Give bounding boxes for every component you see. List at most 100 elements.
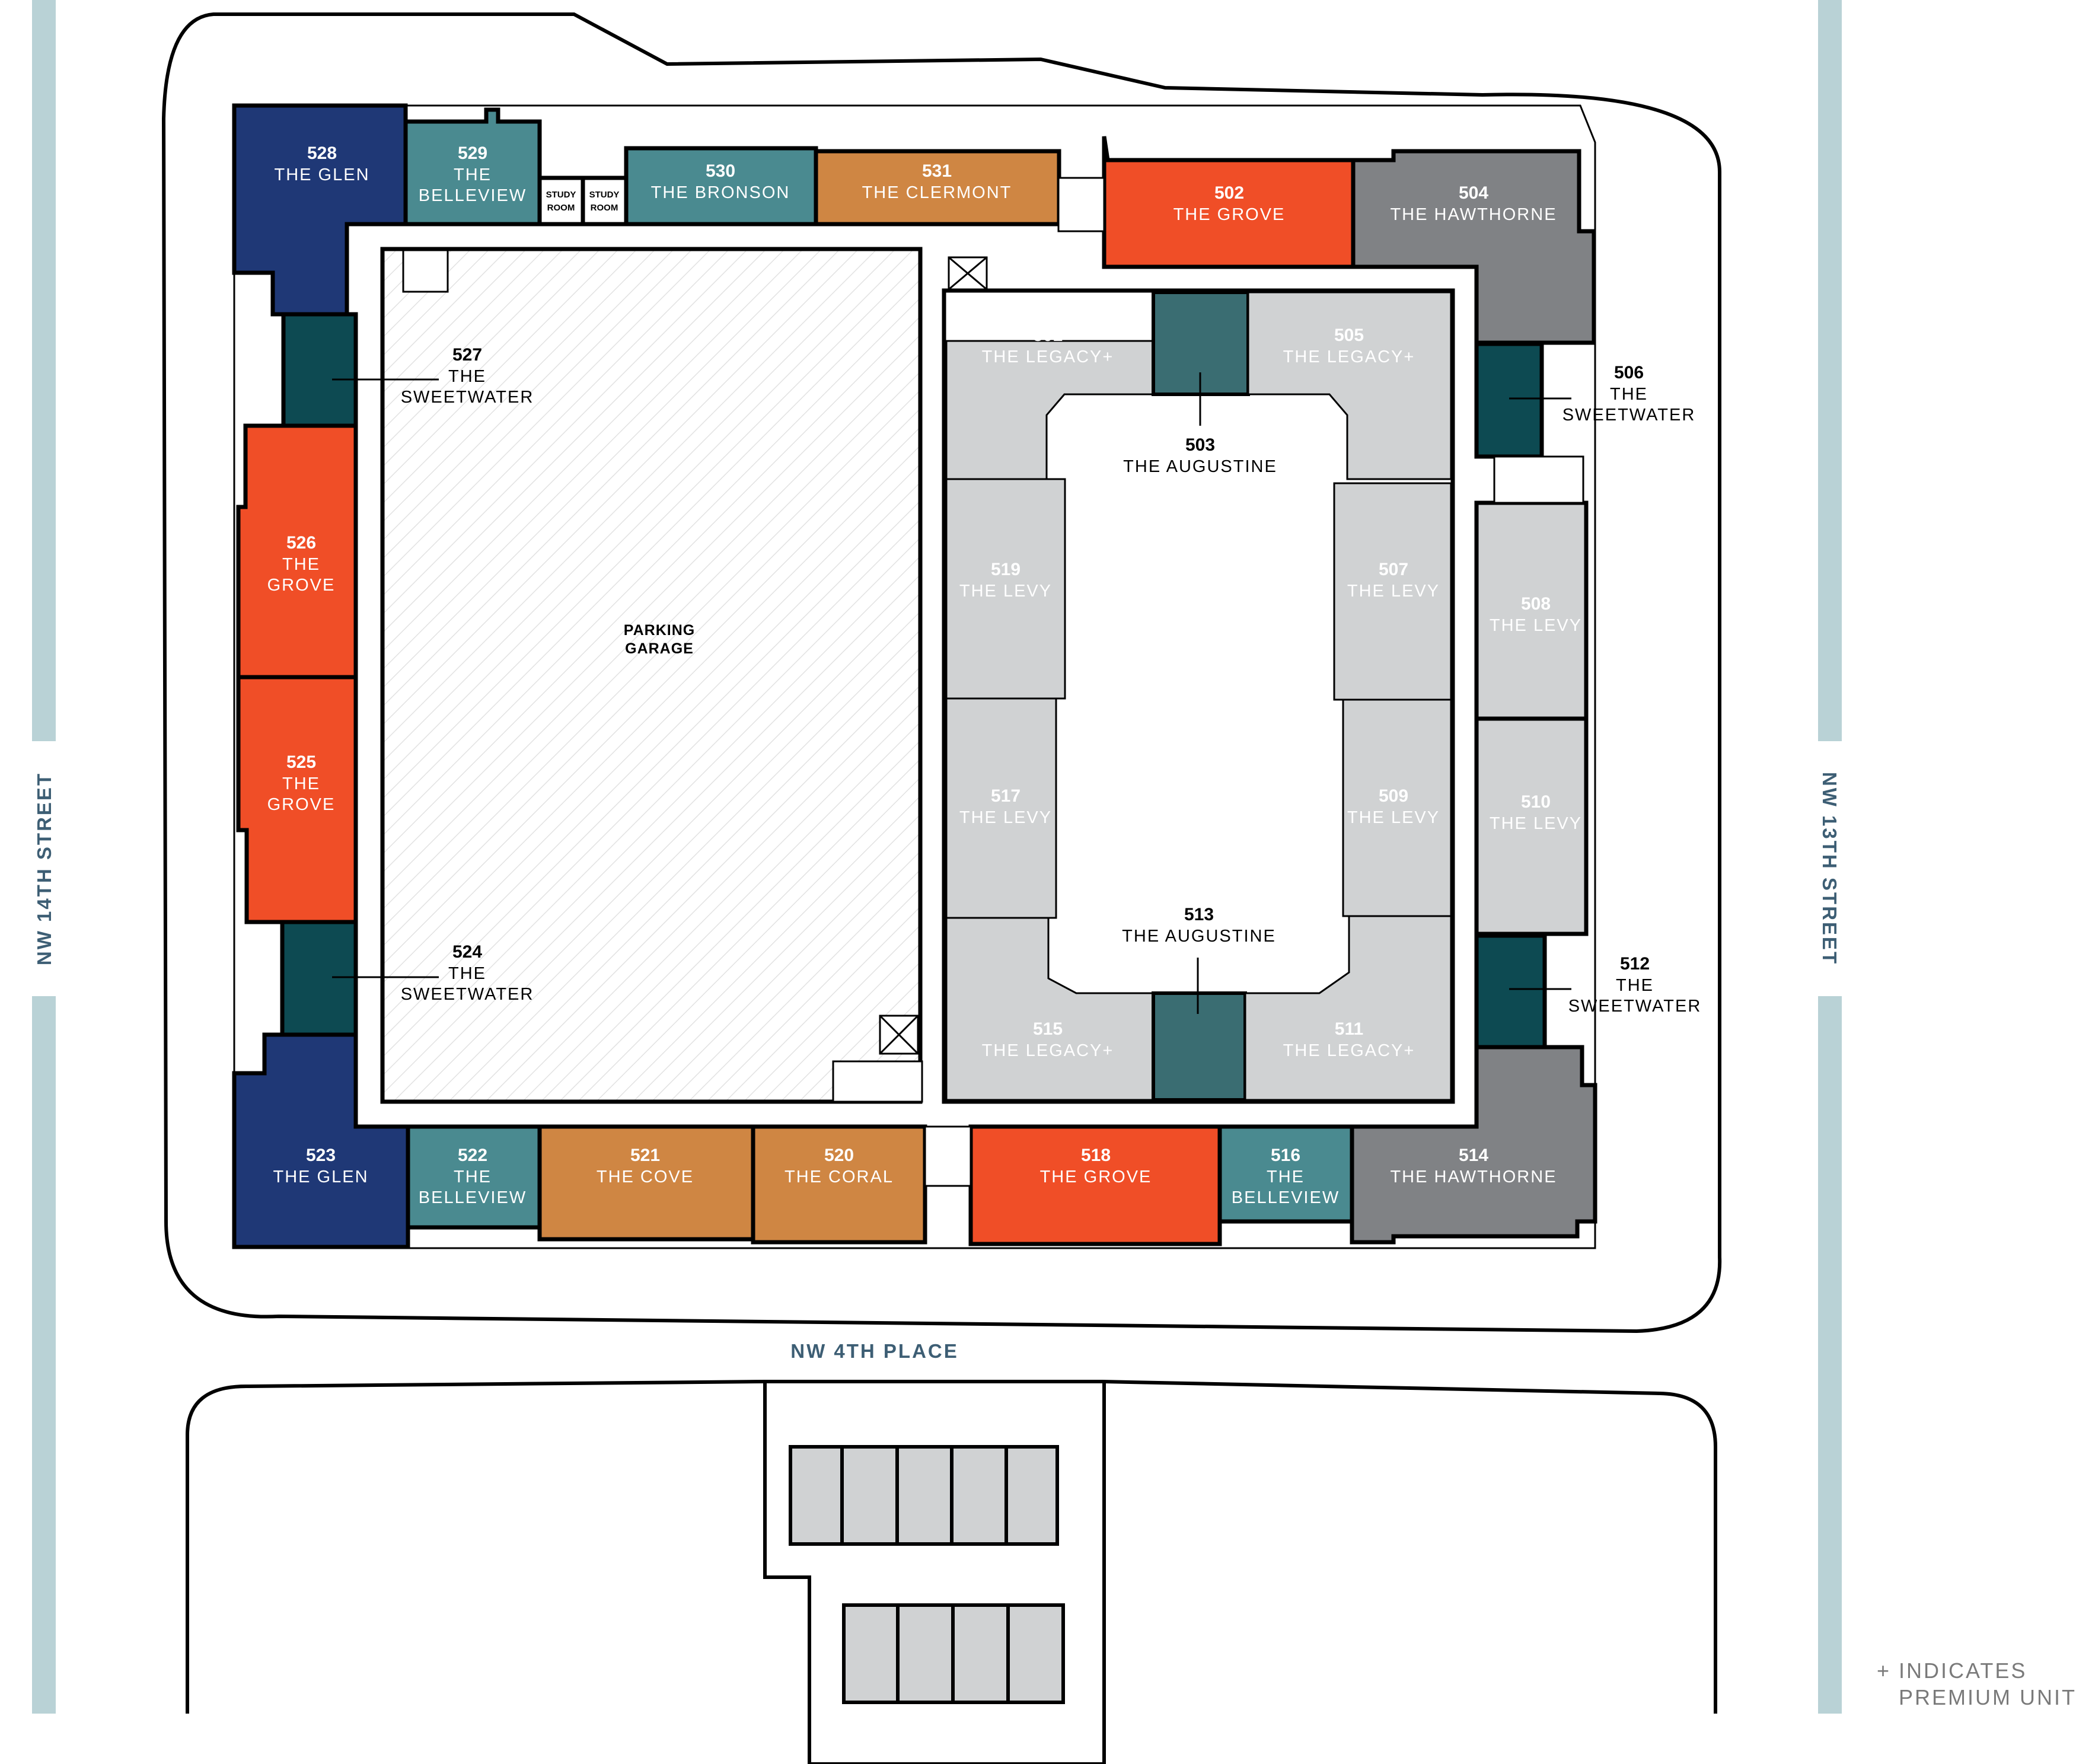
unit-529-name: THE [454, 165, 492, 184]
east-street-bar-bottom [1818, 996, 1842, 1714]
building-outline [233, 104, 1596, 1249]
unit-520-name: THE CORAL [785, 1168, 894, 1186]
west-street-bar-top [32, 0, 56, 741]
unit-501-number: 501 [1033, 326, 1063, 345]
unit-516-number: 516 [1271, 1146, 1300, 1165]
unit-525[interactable] [236, 675, 358, 924]
unit-507-number: 507 [1379, 560, 1408, 579]
unit-524-name: SWEETWATER [401, 985, 534, 1004]
unit-522[interactable] [406, 1124, 542, 1230]
unit-531[interactable] [814, 149, 1061, 227]
stairwell-southwest-garage [832, 1060, 923, 1103]
unit-515[interactable] [945, 917, 1155, 1101]
unit-513[interactable] [1152, 991, 1247, 1102]
unit-504[interactable] [1351, 149, 1596, 345]
unit-505[interactable] [1247, 291, 1452, 480]
unit-512-name: SWEETWATER [1568, 997, 1702, 1016]
unit-517[interactable] [945, 697, 1057, 919]
unit-510[interactable] [1474, 716, 1589, 936]
unit-523[interactable] [232, 1032, 410, 1249]
unit-510-name: THE LEVY [1490, 814, 1582, 833]
unit-527[interactable] [281, 312, 358, 428]
unit-511-name: THE LEGACY+ [1283, 1041, 1415, 1060]
unit-516[interactable] [1217, 1124, 1354, 1224]
unit-506-name: SWEETWATER [1562, 406, 1696, 425]
unit-528[interactable] [232, 103, 408, 317]
parking-garage-label: PARKING [624, 622, 695, 639]
unit-510-number: 510 [1521, 792, 1551, 812]
unit-526-name: THE [282, 555, 320, 574]
unit-518[interactable] [968, 1124, 1222, 1246]
street-south-label: NW 4TH PLACE [790, 1340, 959, 1362]
unit-531-name: THE CLERMONT [862, 183, 1012, 202]
unit-519-name: THE LEVY [959, 582, 1052, 601]
unit-517-name: THE LEVY [959, 808, 1052, 827]
unit-507-name: THE LEVY [1347, 582, 1440, 601]
unit-521-name: THE COVE [597, 1168, 694, 1186]
unit-514[interactable] [1350, 1045, 1597, 1245]
unit-515-name: THE LEGACY+ [982, 1041, 1114, 1060]
unit-512[interactable] [1474, 933, 1547, 1050]
unit-502-number: 502 [1214, 183, 1244, 203]
unit-511[interactable] [1244, 915, 1452, 1101]
parking-garage [380, 247, 923, 1104]
west-units [232, 103, 410, 1249]
unit-524[interactable] [280, 920, 358, 1037]
study-room-1-label: ROOM [547, 203, 575, 213]
unit-503-number: 503 [1185, 435, 1215, 455]
unit-522-number: 522 [458, 1146, 487, 1165]
inner-units [945, 291, 1452, 1102]
unit-506-name: THE [1610, 385, 1648, 404]
stairs [402, 177, 1584, 1187]
unit-514-name: THE HAWTHORNE [1390, 1168, 1557, 1186]
unit-525-name: GROVE [267, 795, 336, 814]
stairwell-south [924, 1125, 972, 1187]
unit-529-name: BELLEVIEW [419, 186, 527, 205]
unit-531-number: 531 [922, 161, 952, 181]
unit-520-number: 520 [824, 1146, 854, 1165]
unit-519[interactable] [945, 478, 1066, 700]
leader-lines [332, 372, 1571, 1014]
unit-524-name: THE [448, 964, 486, 983]
unit-526-name: GROVE [267, 576, 336, 595]
study-room-1[interactable] [537, 176, 585, 227]
study-room-1-label: STUDY [546, 190, 576, 200]
east-street-bar-top [1818, 0, 1842, 741]
unit-518-name: THE GROVE [1040, 1168, 1152, 1186]
site-boundary [161, 12, 1722, 1334]
unit-522-name: THE [454, 1168, 492, 1186]
unit-526-number: 526 [286, 533, 316, 553]
unit-518-number: 518 [1081, 1146, 1111, 1165]
unit-502-name: THE GROVE [1173, 205, 1286, 224]
unit-520[interactable] [751, 1124, 927, 1245]
unit-527-name: SWEETWATER [401, 388, 534, 407]
study-room-2[interactable] [581, 176, 629, 227]
unit-509[interactable] [1342, 698, 1452, 917]
unit-519-number: 519 [991, 560, 1021, 579]
unit-530[interactable] [624, 146, 818, 227]
unit-521-number: 521 [630, 1146, 660, 1165]
stall [789, 1445, 1059, 1546]
unit-523-name: THE GLEN [273, 1168, 368, 1186]
unit-506[interactable] [1474, 342, 1544, 459]
unit-527-name: THE [448, 367, 486, 386]
study-room-2-label: STUDY [589, 190, 620, 200]
unit-530-name: THE BRONSON [651, 183, 790, 202]
unit-516-name: THE [1267, 1168, 1305, 1186]
unit-508-name: THE LEVY [1490, 616, 1582, 635]
study-room-2-label: ROOM [591, 203, 618, 213]
unit-504-name: THE HAWTHORNE [1390, 205, 1557, 224]
parking-garage-label: GARAGE [625, 640, 694, 657]
street-bars [32, 0, 1842, 1714]
unit-515-number: 515 [1033, 1019, 1063, 1039]
parking-stalls [789, 1445, 1065, 1704]
unit-523-number: 523 [306, 1146, 336, 1165]
elevator-cross [879, 1015, 919, 1055]
unit-509-name: THE LEVY [1347, 808, 1440, 827]
unit-516-name: BELLEVIEW [1232, 1188, 1340, 1207]
unit-529[interactable] [403, 107, 542, 227]
unit-517-number: 517 [991, 786, 1021, 806]
stairwell-northwest [402, 249, 449, 293]
unit-525-name: THE [282, 774, 320, 793]
